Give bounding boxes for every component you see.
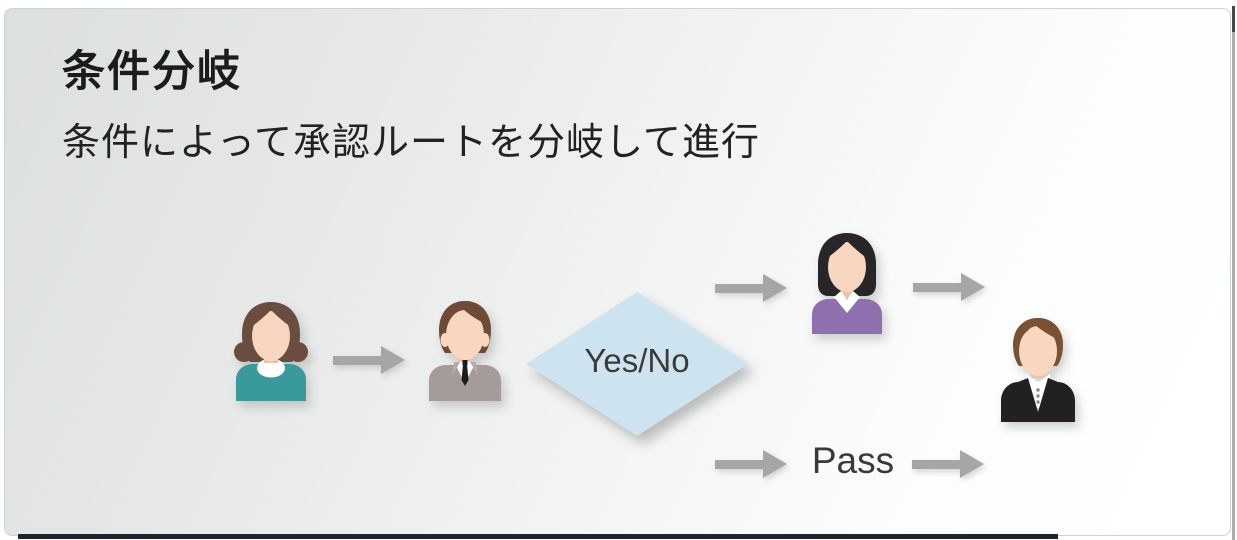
arrow-shaft (715, 284, 765, 293)
person-final-approver-icon (998, 316, 1078, 427)
flow-arrow-icon (715, 450, 787, 478)
right-frame-line (1232, 6, 1235, 540)
arrow-shaft (333, 356, 383, 365)
arrow-head (763, 450, 787, 478)
arrow-shaft (715, 460, 765, 469)
flow-arrow-icon (333, 346, 405, 374)
person-branch-approver-icon (807, 231, 887, 339)
flow-arrow-icon (913, 273, 985, 301)
slide-title: 条件分岐 (62, 48, 242, 96)
person-requester-icon (231, 299, 311, 406)
right-frame-line-cap (1232, 6, 1235, 32)
person-reviewer-icon (425, 299, 505, 406)
arrow-head (960, 450, 984, 478)
flow-arrow-icon (715, 274, 787, 302)
slide-card: 条件分岐 条件によって承認ルートを分岐して進行 (4, 8, 1231, 536)
decision-label: Yes/No (584, 342, 690, 379)
arrow-head (381, 346, 405, 374)
slide-bottom-edge (18, 534, 1058, 539)
arrow-shaft (913, 283, 963, 292)
pass-label: Pass (811, 440, 895, 481)
arrow-shaft (912, 460, 962, 469)
arrow-head (961, 273, 985, 301)
flow-arrow-icon (912, 450, 984, 478)
arrow-head (763, 274, 787, 302)
decision-diamond: Yes/No (526, 292, 748, 436)
slide-subtitle: 条件によって承認ルートを分岐して進行 (62, 122, 760, 164)
